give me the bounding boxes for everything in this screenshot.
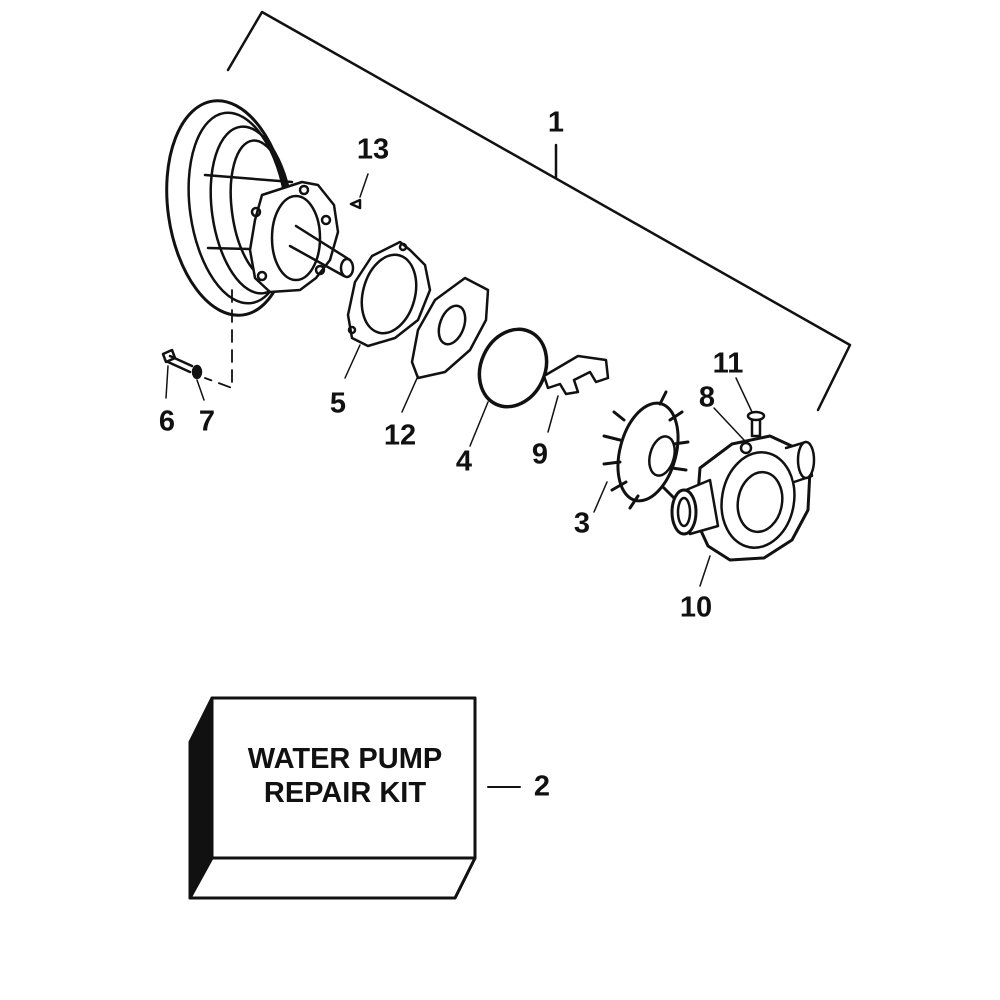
callout-11: 11: [712, 347, 744, 380]
callout-3: 3: [573, 507, 591, 540]
cam-part-9: [542, 354, 610, 396]
kit-label-line-2: REPAIR KIT: [263, 777, 427, 809]
callout-4: 4: [455, 445, 473, 478]
callout-10: 10: [679, 591, 713, 624]
bearing-housing: [248, 180, 340, 294]
gasket-part-5: [346, 240, 432, 348]
impeller-part-3: [602, 390, 690, 510]
wear-plate-part-12: [410, 276, 490, 380]
repair-kit-box: [188, 696, 477, 900]
leader-6: [165, 365, 169, 399]
callout-13: 13: [356, 133, 390, 166]
washer-part-7: [191, 364, 203, 380]
callout-6: 6: [158, 405, 176, 438]
assembly-bracket: [226, 10, 852, 412]
alignment-dashes: [204, 289, 233, 389]
leader-7: [196, 379, 205, 401]
callout-7: 7: [198, 405, 216, 438]
callout-5: 5: [329, 387, 347, 420]
leader-13: [359, 173, 369, 198]
callout-8: 8: [698, 381, 716, 414]
screw-part-6: [161, 348, 194, 374]
leader-3: [593, 481, 608, 513]
callout-9: 9: [531, 438, 549, 471]
kit-label-line-1: WATER PUMP: [247, 743, 443, 775]
pump-shaft: [288, 224, 355, 279]
leader-5: [344, 344, 361, 379]
screw-part-11: [746, 410, 766, 438]
leader-4: [469, 401, 489, 447]
leader-8: [713, 407, 745, 441]
callout-12: 12: [383, 419, 417, 452]
pump-body-part-10: [670, 434, 816, 562]
o-ring-part-4: [477, 327, 549, 409]
callout-2: 2: [533, 770, 551, 803]
leader-11: [735, 377, 753, 413]
callout-1: 1: [547, 106, 565, 139]
leader-10: [699, 555, 711, 587]
leader-9: [547, 395, 559, 433]
repair-kit-label: WATER PUMP REPAIR KIT: [218, 742, 472, 810]
leader-12: [401, 375, 419, 413]
shaft-key: [349, 198, 362, 210]
